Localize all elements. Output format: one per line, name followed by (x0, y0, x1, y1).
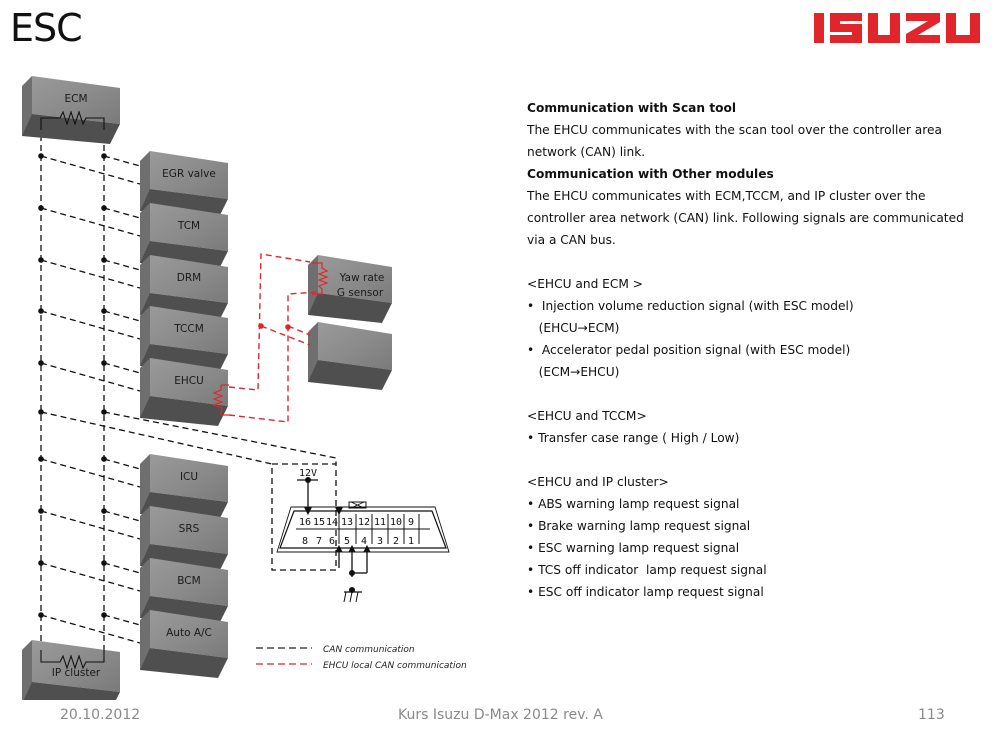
ip-cluster-module: IP cluster (22, 640, 120, 700)
heading-scan-tool: Communication with Scan tool (527, 101, 737, 115)
text-other-line1: The EHCU communicates with ECM,TCCM, and… (527, 189, 926, 203)
pin-label: 11 (374, 517, 386, 528)
list-item: • ESC off indicator lamp request signal (527, 585, 764, 599)
icu-module: ICU (140, 454, 228, 522)
pin-label: 13 (341, 517, 353, 528)
pin-label: 9 (408, 517, 414, 528)
text-other-line2: controller area network (CAN) link. Foll… (527, 211, 964, 225)
egr-valve-label: EGR valve (162, 168, 216, 180)
list-item: • Injection volume reduction signal (wit… (527, 299, 854, 313)
egr-valve-module: EGR valve (140, 151, 228, 219)
resistor-ehcu-icon (212, 384, 229, 416)
auto-ac-label: Auto A/C (166, 627, 212, 639)
icu-label: ICU (180, 471, 198, 483)
local-can-lines (228, 253, 319, 423)
text-other-line3: via a CAN bus. (527, 233, 616, 247)
group-heading-ip: <EHCU and IP cluster> (527, 475, 669, 489)
list-item: • Transfer case range ( High / Low) (527, 431, 740, 445)
svg-text:G sensor: G sensor (337, 287, 384, 299)
description-panel: Communication with Scan tool The EHCU co… (527, 97, 987, 603)
pin-label: 14 (326, 517, 338, 528)
ecm-label: ECM (64, 93, 87, 105)
svg-text:Yaw rate: Yaw rate (339, 272, 385, 284)
pin-label: 10 (390, 517, 402, 528)
junction-dots-red (258, 323, 291, 330)
list-item: (EHCU→ECM) (527, 321, 620, 335)
text-scan-tool-line2: network (CAN) link. (527, 145, 646, 159)
ecm-module: ECM (22, 76, 120, 144)
auto-ac-module: Auto A/C (140, 610, 228, 678)
resistor-yaw-icon (312, 262, 329, 295)
list-item: (ECM→EHCU) (527, 365, 620, 379)
footer-course: Kurs Isuzu D-Max 2012 rev. A (398, 707, 603, 723)
srs-label: SRS (179, 523, 200, 535)
text-scan-tool-line1: The EHCU communicates with the scan tool… (527, 123, 942, 137)
pin-label: 7 (316, 536, 322, 547)
tccm-label: TCCM (173, 323, 204, 335)
pin-label: 5 (344, 536, 350, 547)
pin-label: 2 (393, 536, 399, 547)
isuzu-logo (814, 13, 980, 43)
list-item: • ABS warning lamp request signal (527, 497, 740, 511)
pin-label: 6 (329, 536, 335, 547)
list-item: • Brake warning lamp request signal (527, 519, 751, 533)
group-heading-ecm: <EHCU and ECM > (527, 277, 643, 291)
bcm-label: BCM (177, 575, 200, 587)
voltage-label: 12V (299, 468, 317, 479)
ehcu-label: EHCU (174, 375, 204, 387)
pin-label: 1 (408, 536, 414, 547)
legend: CAN communication EHCU local CAN communi… (256, 645, 467, 671)
ip-cluster-label: IP cluster (52, 667, 101, 679)
pin-label: 12 (358, 517, 370, 528)
pin-label: 16 (299, 517, 311, 528)
list-item: • Accelerator pedal position signal (wit… (527, 343, 851, 357)
pin-label: 8 (302, 536, 308, 547)
heading-other-modules: Communication with Other modules (527, 167, 774, 181)
dlc-connector (271, 463, 450, 603)
pin-label: 4 (361, 536, 367, 547)
ehcu-module: EHCU (140, 358, 228, 426)
yaw-rate-sensor-module (308, 255, 392, 323)
footer-date: 20.10.2012 (60, 707, 141, 723)
slide-title: ESC (10, 6, 83, 50)
list-item: • TCS off indicator lamp request signal (527, 563, 767, 577)
terminating-resistor-icon (40, 110, 105, 670)
legend-can-label: CAN communication (323, 645, 415, 655)
legend-local-can-label: EHCU local CAN communication (323, 661, 467, 671)
footer-page-number: 113 (918, 707, 945, 723)
pin-label: 3 (377, 536, 383, 547)
steering-angle-sensor-module (308, 322, 392, 390)
list-item: • ESC warning lamp request signal (527, 541, 740, 555)
drm-label: DRM (177, 272, 201, 284)
can-bus-lines (38, 125, 337, 660)
tcm-label: TCM (177, 220, 200, 232)
tccm-module: TCCM (140, 306, 228, 374)
group-heading-tccm: <EHCU and TCCM> (527, 409, 647, 423)
pin-label: 15 (313, 517, 325, 528)
